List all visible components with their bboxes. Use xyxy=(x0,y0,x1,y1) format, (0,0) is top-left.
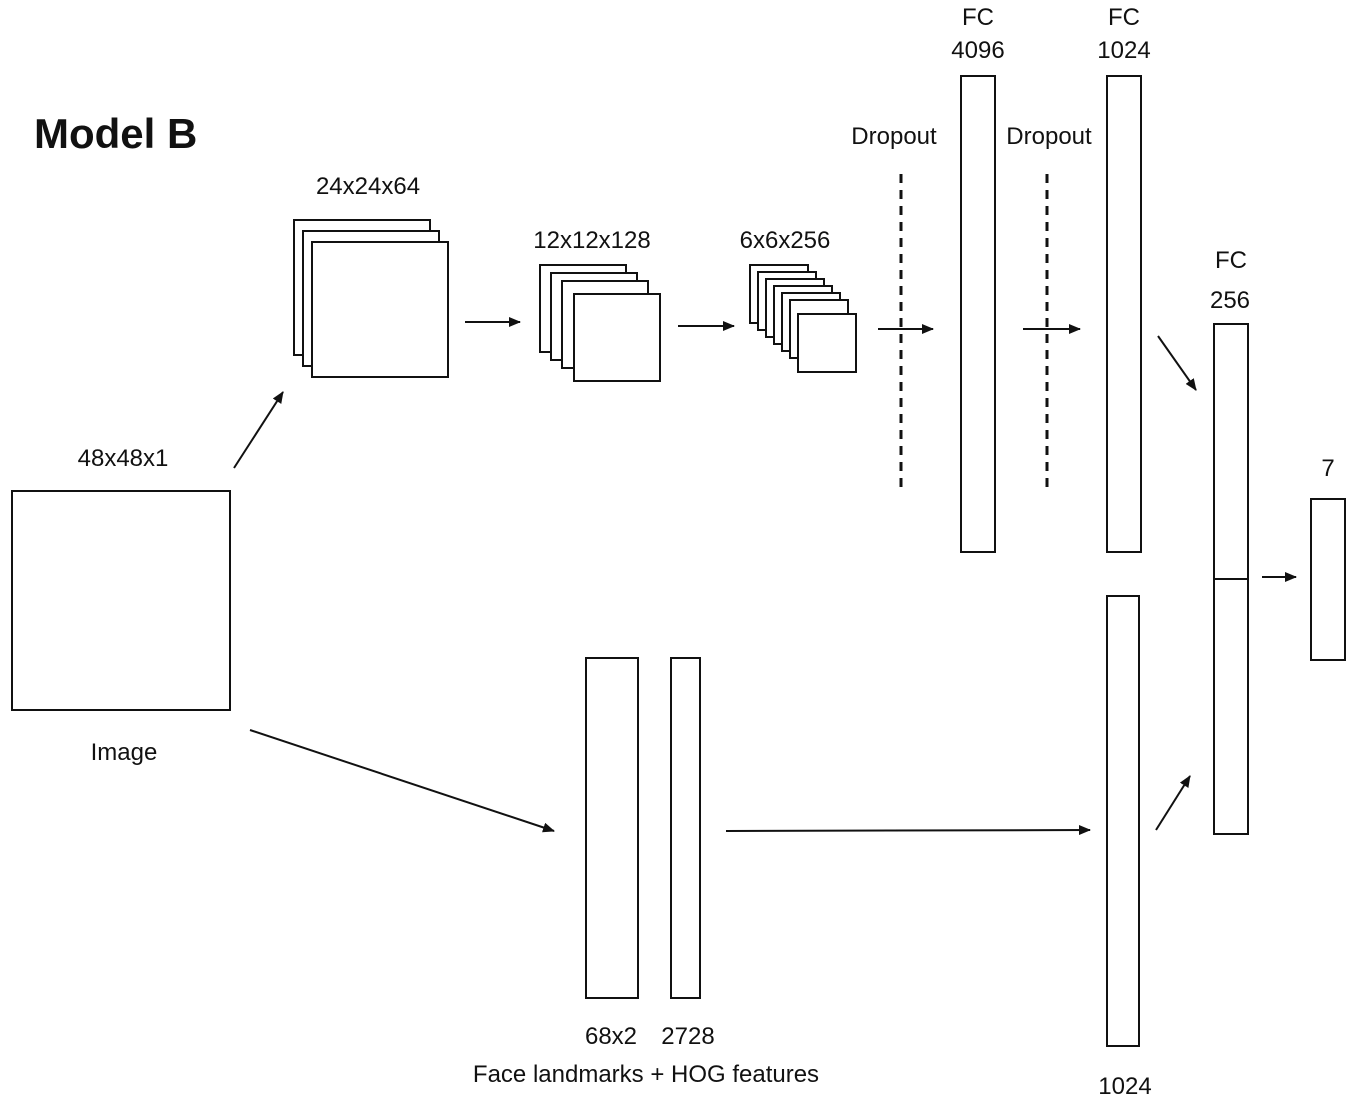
fc1-layer xyxy=(960,75,996,553)
input-size-label: 48x48x1 xyxy=(78,445,169,472)
fc2-units-label: 1024 xyxy=(1097,37,1150,64)
hog-layer xyxy=(670,657,701,999)
features-caption: Face landmarks + HOG features xyxy=(473,1061,819,1088)
dropout-label-1: Dropout xyxy=(851,123,937,150)
fc2-layer xyxy=(1106,75,1142,553)
conv3-feature-maps xyxy=(749,264,857,373)
landmarks-size-label: 68x2 xyxy=(585,1023,637,1050)
input-image-box xyxy=(11,490,231,711)
conv1-feature-maps xyxy=(293,219,449,378)
arrow-features-to-fc xyxy=(725,825,1091,836)
conv2-feature-maps xyxy=(539,264,661,382)
feature-fc-units-label: 1024 xyxy=(1098,1073,1151,1099)
fc2-type-label: FC xyxy=(1108,4,1140,31)
conv3-size-label: 6x6x256 xyxy=(740,227,831,254)
diagram-title: Model B xyxy=(34,110,197,157)
feature-fc-layer xyxy=(1106,595,1140,1047)
arrow-feature-fc-to-fc3 xyxy=(1155,775,1191,831)
conv2-size-label: 12x12x128 xyxy=(533,227,650,254)
arrow-input-to-features xyxy=(249,729,555,833)
output-units-label: 7 xyxy=(1321,455,1334,482)
arrow-input-to-conv1 xyxy=(233,391,284,469)
dropout-label-2: Dropout xyxy=(1006,123,1092,150)
arrow-fc2-to-fc3 xyxy=(1157,335,1197,391)
hog-size-label: 2728 xyxy=(661,1023,714,1050)
fc3-units-label: 256 xyxy=(1210,287,1250,314)
fc1-units-label: 4096 xyxy=(951,37,1004,64)
output-layer xyxy=(1310,498,1346,661)
conv1-size-label: 24x24x64 xyxy=(316,173,420,200)
fc3-type-label: FC xyxy=(1215,247,1247,274)
fc1-type-label: FC xyxy=(962,4,994,31)
input-caption: Image xyxy=(91,739,158,766)
landmarks-layer xyxy=(585,657,639,999)
